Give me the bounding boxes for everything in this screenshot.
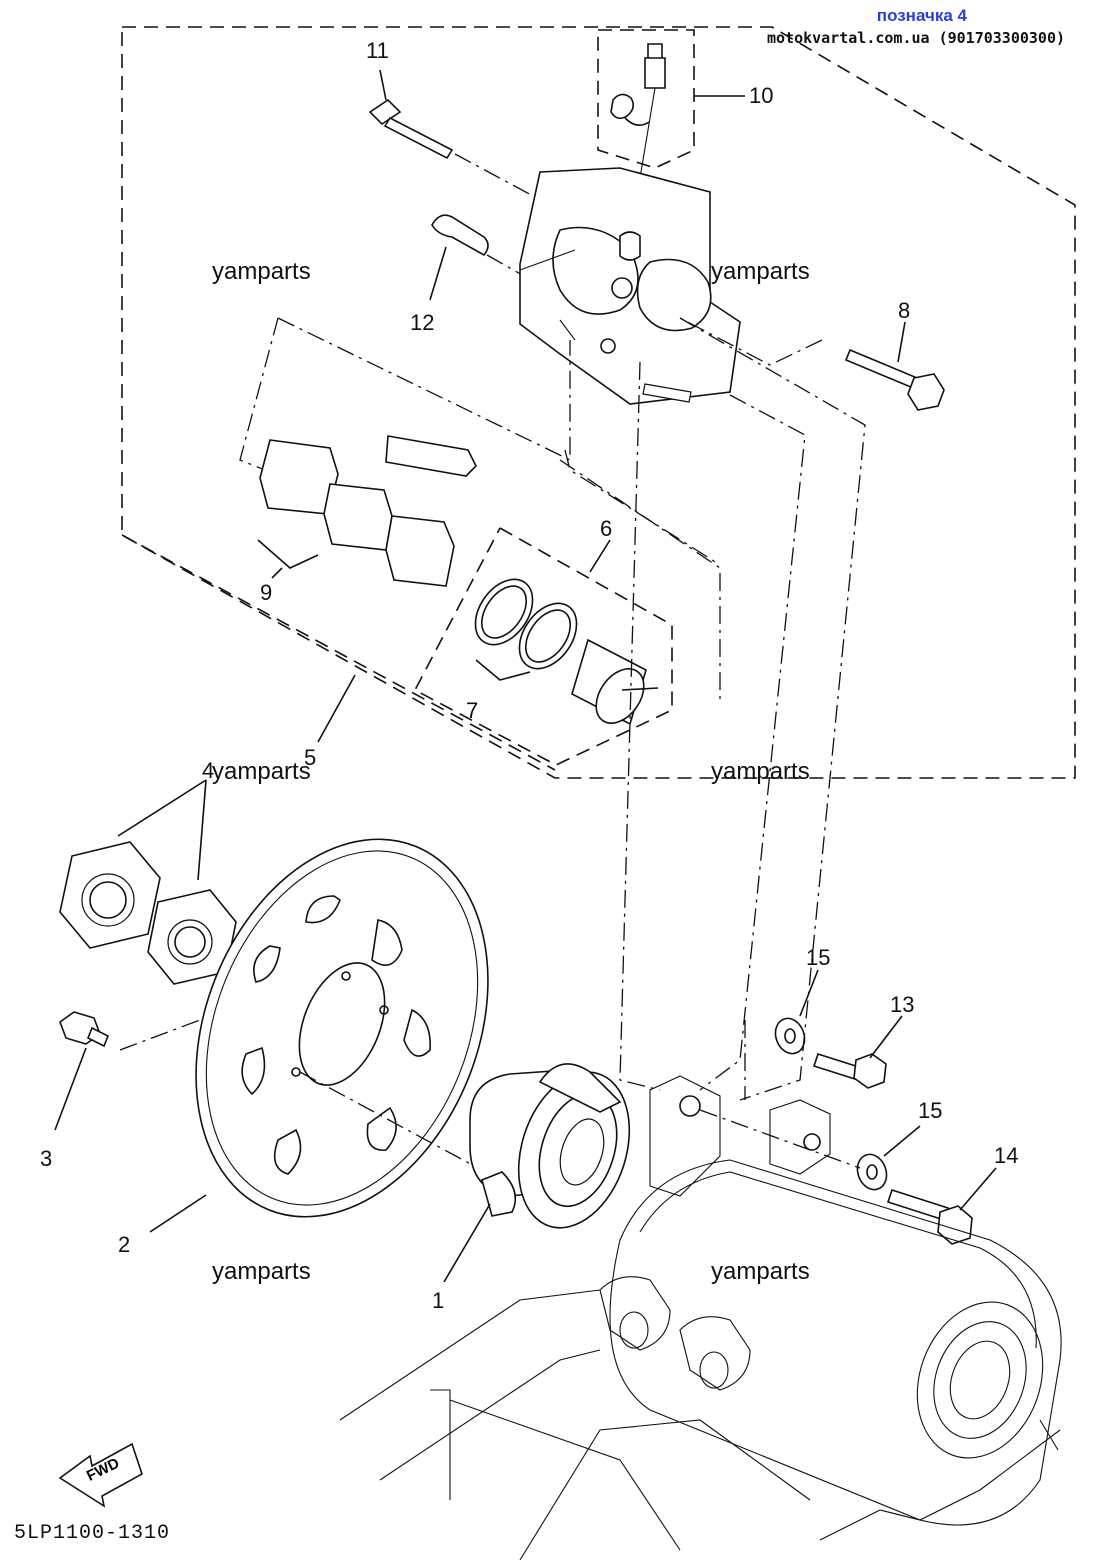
bolt-11	[368, 69, 536, 198]
nuts-4	[59, 779, 237, 985]
callout-2: 2	[118, 1232, 130, 1257]
callout-1: 1	[432, 1288, 444, 1313]
hub-1	[299, 1063, 631, 1283]
callout-3: 3	[40, 1146, 52, 1171]
bleeder-box	[597, 29, 745, 251]
callout-labels: 11 10 12 8 9 6 7 5 4 15 13 15 14 3 2 1	[40, 38, 1018, 1313]
bolt-13	[812, 1015, 903, 1089]
watermarks: yamparts yamparts yamparts yamparts yamp…	[212, 258, 810, 1285]
callout-13: 13	[890, 992, 914, 1017]
callout-5: 5	[304, 745, 316, 770]
callout-6: 6	[600, 516, 612, 541]
pin-12	[429, 214, 546, 301]
watermark: yamparts	[711, 1258, 810, 1285]
callout-15-top: 15	[806, 945, 830, 970]
callout-10: 10	[749, 83, 773, 108]
callout-11: 11	[366, 38, 389, 63]
callout-12: 12	[410, 310, 434, 335]
callout-8: 8	[898, 298, 910, 323]
callout-14: 14	[994, 1143, 1018, 1168]
caliper-body	[519, 167, 741, 405]
swing-arm	[339, 1075, 1062, 1561]
bolt-3	[54, 1011, 201, 1131]
watermark: yamparts	[711, 258, 810, 285]
diagram-code: 5LP1100-1310	[14, 1522, 171, 1545]
header-label: позначка 4	[876, 6, 967, 25]
watermark: yamparts	[711, 758, 810, 785]
mounting-guide-lines	[564, 317, 866, 1169]
pad-group-box	[239, 317, 571, 587]
brake-disc-2	[149, 838, 489, 1233]
fwd-arrow-icon: FWD	[58, 1442, 143, 1508]
bolt-8	[679, 317, 945, 411]
callout-15-bottom: 15	[918, 1098, 942, 1123]
watermark: yamparts	[212, 258, 311, 285]
callout-9: 9	[260, 580, 272, 605]
leader-5	[317, 674, 356, 743]
header-site: motokvartal.com.ua (901703300300)	[766, 29, 1065, 47]
washer-15-top	[774, 969, 819, 1055]
piston-group	[413, 459, 721, 766]
bolt-14	[886, 1167, 997, 1245]
caliper-assembly-boundary	[121, 26, 1076, 779]
washer-15-bottom	[856, 1125, 921, 1191]
watermark: yamparts	[212, 1258, 311, 1285]
callout-7: 7	[466, 698, 478, 723]
watermark: yamparts	[212, 758, 311, 785]
callout-4: 4	[202, 758, 214, 783]
